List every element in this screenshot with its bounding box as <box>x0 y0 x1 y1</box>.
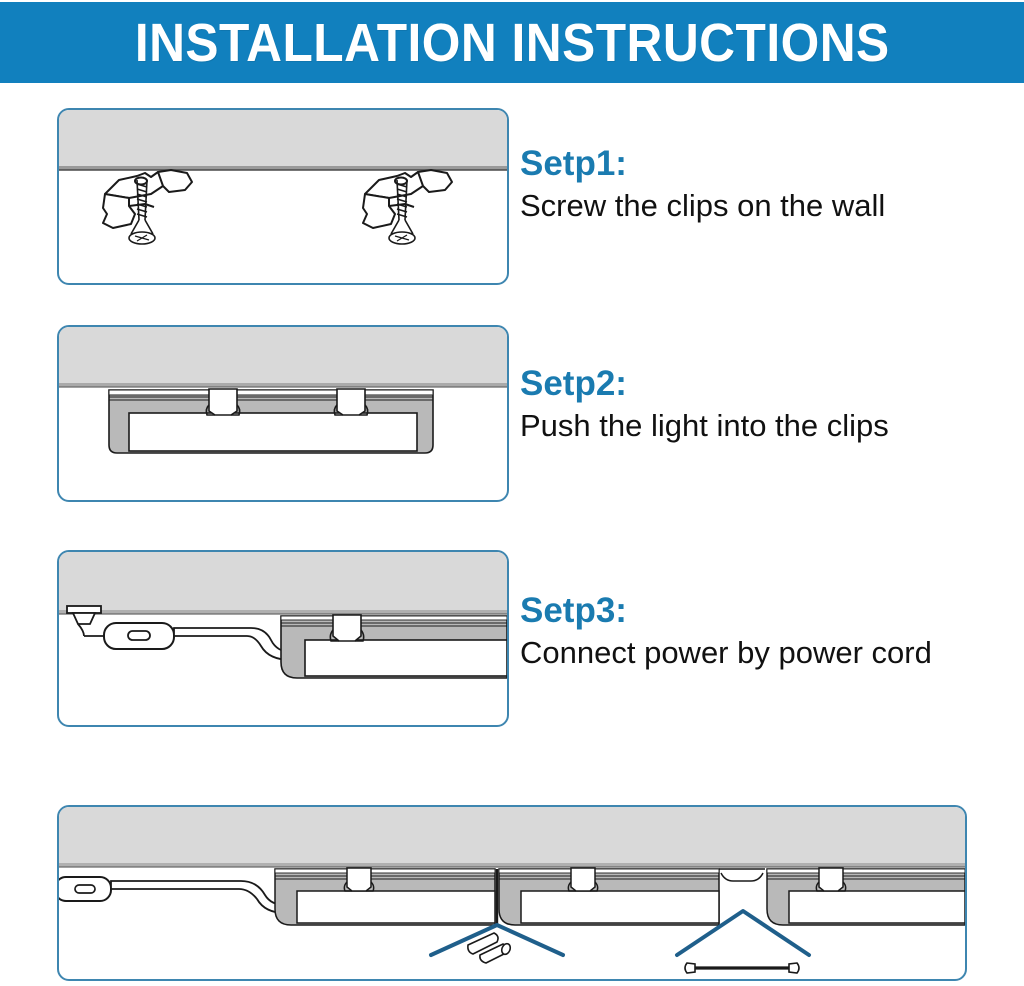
led-light-fixture <box>108 389 434 454</box>
callout-linking-cable <box>675 909 811 974</box>
direct-connector-icon <box>467 932 512 964</box>
step1-diagram <box>59 110 507 245</box>
clip-engaged <box>329 614 365 642</box>
wall-surface <box>59 327 507 383</box>
screw-left <box>128 179 156 245</box>
step3-description: Connect power by power cord <box>520 634 932 670</box>
inline-connector-box <box>103 622 175 650</box>
overview-diagram <box>59 807 965 974</box>
step2-label: Setp2: <box>520 364 627 403</box>
step3-text-block: Setp3: Connect power by power cord <box>520 591 932 670</box>
linking-cable-icon <box>684 962 800 974</box>
step3-diagram <box>59 552 507 679</box>
power-cord <box>110 880 286 914</box>
step1-label: Setp1: <box>520 144 627 183</box>
power-cord-segment-b <box>173 627 292 661</box>
wall-outlet-plug <box>66 605 102 637</box>
led-light-fixture <box>280 615 507 679</box>
mounting-clip-right <box>362 169 453 229</box>
mounting-clip-left <box>102 169 193 229</box>
step1-description: Screw the clips on the wall <box>520 187 886 223</box>
clip-fixture-2 <box>567 867 599 892</box>
clip-engaged-left <box>205 388 241 416</box>
led-light-fixture-2 <box>498 868 720 926</box>
linking-gap-profile <box>720 872 764 882</box>
overview-illustration-panel <box>57 805 967 981</box>
step1-text-block: Setp1: Screw the clips on the wall <box>520 144 886 223</box>
callout-direct-connector <box>429 923 565 964</box>
clip-engaged-right <box>333 388 369 416</box>
step1-illustration-panel <box>57 108 509 285</box>
step2-illustration-panel <box>57 325 509 502</box>
led-light-fixture-3 <box>766 868 965 926</box>
inline-connector-box <box>59 876 112 902</box>
step3-label: Setp3: <box>520 591 627 630</box>
step2-text-block: Setp2: Push the light into the clips <box>520 364 889 443</box>
wall-surface <box>59 110 507 166</box>
led-light-fixture-1 <box>274 868 496 926</box>
wall-surface <box>59 552 507 610</box>
clip-fixture-1 <box>343 867 375 892</box>
wall-edge-shadow <box>59 383 507 387</box>
wall-edge-shadow <box>59 166 507 170</box>
wall-surface <box>59 807 965 863</box>
step2-description: Push the light into the clips <box>520 407 889 443</box>
screw-right <box>388 179 416 245</box>
wall-edge-shadow <box>59 863 965 867</box>
page-title: INSTALLATION INSTRUCTIONS <box>134 12 890 73</box>
clip-fixture-3 <box>815 867 847 892</box>
step3-illustration-panel <box>57 550 509 727</box>
wall-edge-shadow <box>59 610 507 614</box>
installation-instructions-banner: INSTALLATION INSTRUCTIONS <box>0 2 1024 83</box>
step2-diagram <box>59 327 507 454</box>
